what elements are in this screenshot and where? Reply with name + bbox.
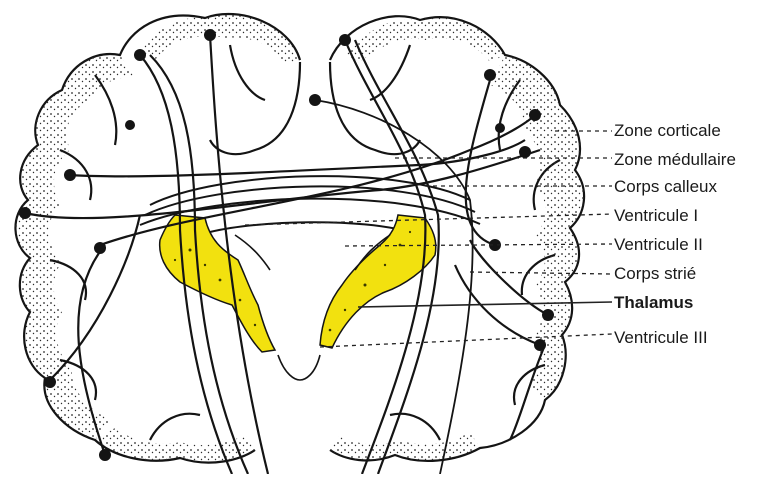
label-zone-medullaire: Zone médullaire [614,150,736,170]
label-ventricule-2: Ventricule II [614,235,703,255]
label-ventricule-3: Ventricule III [614,328,708,348]
thalamus-leader [358,302,612,307]
thalamus-highlight [160,215,436,352]
label-thalamus: Thalamus [614,293,693,313]
label-ventricule-1: Ventricule I [614,206,698,226]
label-corps-strie: Corps strié [614,264,696,284]
label-zone-corticale: Zone corticale [614,121,721,141]
label-corps-calleux: Corps calleux [614,177,717,197]
projection-fibers [25,35,548,474]
